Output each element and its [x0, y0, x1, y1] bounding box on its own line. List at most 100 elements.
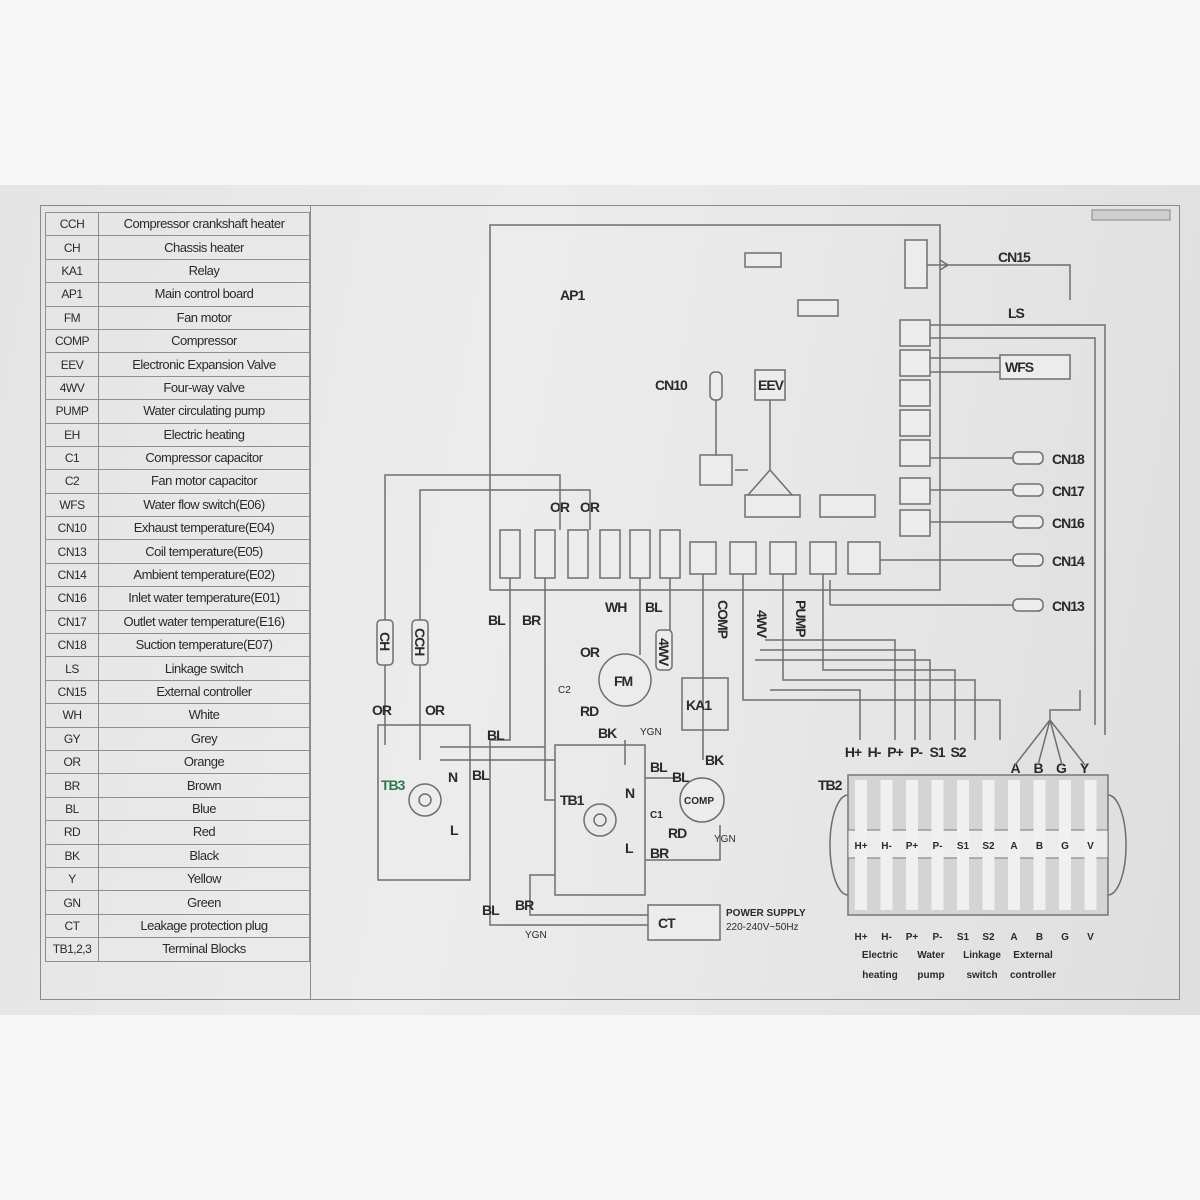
- wire-label: YGN: [525, 930, 547, 941]
- cn16-label: CN16: [1052, 515, 1085, 531]
- legend-code: 4WV: [45, 375, 99, 401]
- tb2-terminal-caption: P+: [906, 932, 919, 943]
- terminal-block-tb1: [554, 744, 646, 896]
- power-supply-label: POWER SUPPLY: [726, 908, 806, 919]
- legend-code: CN17: [45, 609, 99, 635]
- legend-code: FM: [45, 305, 99, 330]
- wire-label: BL: [672, 769, 690, 785]
- tb2-terminal-label: P-: [933, 841, 943, 852]
- board-connector: [819, 494, 876, 518]
- tb1-label: TB1: [560, 792, 585, 808]
- ct-label: CT: [658, 915, 676, 931]
- tb2-terminal-label: A: [1010, 841, 1017, 852]
- legend-description: White: [98, 703, 310, 728]
- legend-code: GN: [45, 890, 99, 915]
- wire-label: BR: [515, 897, 534, 913]
- legend-description: Fan motor capacitor: [98, 469, 310, 494]
- legend-description: Four-way valve: [98, 375, 310, 401]
- 4wv-label: 4WV: [656, 638, 672, 667]
- tb2-terminal-caption: S1: [957, 932, 970, 943]
- tb2-terminal-label: V: [1087, 841, 1094, 852]
- tb2-wire-label: S2: [950, 744, 966, 760]
- wire-label: OR: [425, 702, 445, 718]
- tb2-terminal-label: P+: [906, 841, 919, 852]
- legend-description: Water circulating pump: [98, 399, 310, 424]
- drawing-number-stamp: [1091, 209, 1171, 221]
- tb2-group-label: External: [1013, 950, 1053, 961]
- legend-description: Electric heating: [98, 422, 310, 447]
- legend-description: Coil temperature(E05): [98, 539, 310, 564]
- tb2-terminal: [1084, 780, 1097, 910]
- relay-ka1: [681, 677, 729, 731]
- tb2-wire-label: H+: [845, 744, 862, 760]
- terminal-label: L: [450, 822, 459, 838]
- legend-code: C1: [45, 445, 99, 471]
- fan-motor: [598, 653, 652, 707]
- legend-code: EH: [45, 422, 99, 447]
- capacitor-label: C1: [650, 810, 663, 821]
- tb2-terminal: [1059, 780, 1071, 910]
- wire-label: BK: [705, 752, 724, 768]
- wire-label: YGN: [714, 834, 736, 845]
- legend-description: Inlet water temperature(E01): [98, 586, 310, 611]
- legend-code: Y: [45, 866, 99, 892]
- cn17-label: CN17: [1052, 483, 1085, 499]
- tb2-wire-label: H-: [868, 744, 882, 760]
- wire-label: BL: [650, 759, 668, 775]
- legend-description: Leakage protection plug: [98, 913, 310, 939]
- wire-label: BK: [598, 725, 617, 741]
- legend-description: Water flow switch(E06): [98, 492, 310, 518]
- ka1-label: KA1: [686, 697, 712, 713]
- tb2-group-label: Electric: [862, 950, 899, 961]
- tb2-terminal-caption: H+: [854, 932, 867, 943]
- tb2-group-label: Linkage: [963, 950, 1001, 961]
- wire-label: BR: [650, 845, 669, 861]
- tb2-terminal: [931, 780, 944, 910]
- wire-label: BR: [522, 612, 541, 628]
- tb2-wire-label: P+: [887, 744, 903, 760]
- legend-description: Compressor crankshaft heater: [98, 211, 310, 237]
- tb2-terminal-label: H-: [881, 841, 892, 852]
- legend-divider: [310, 205, 311, 1000]
- ap1-label: AP1: [560, 287, 585, 303]
- wire-label: RD: [668, 825, 687, 841]
- legend-description: Compressor: [98, 328, 310, 354]
- legend-code: RD: [45, 820, 99, 845]
- tb2-group-label: switch: [966, 970, 997, 981]
- fm-label: FM: [614, 673, 633, 689]
- board-connector: [744, 252, 782, 268]
- ch-label: CH: [377, 632, 393, 651]
- legend-code: EEV: [45, 352, 99, 377]
- cn15-label: CN15: [998, 249, 1031, 265]
- capacitor-label: C2: [558, 685, 571, 696]
- tb2-terminal-label: S2: [982, 841, 995, 852]
- tb2-wire-label: S1: [929, 744, 945, 760]
- tb2-terminal-caption: G: [1061, 932, 1069, 943]
- cn10-sensor: [709, 371, 723, 401]
- tb2-terminal-caption: S2: [982, 932, 995, 943]
- comp-label: COMP: [684, 796, 714, 807]
- compressor: [679, 777, 725, 823]
- tb2-group-label: Water: [917, 950, 945, 961]
- wire-label: RD: [580, 703, 599, 719]
- legend-description: Exhaust temperature(E04): [98, 516, 310, 541]
- four-way-valve: [655, 629, 673, 671]
- cn10-label: CN10: [655, 377, 688, 393]
- legend-code: CN13: [45, 539, 99, 564]
- wire-label: BL: [482, 902, 500, 918]
